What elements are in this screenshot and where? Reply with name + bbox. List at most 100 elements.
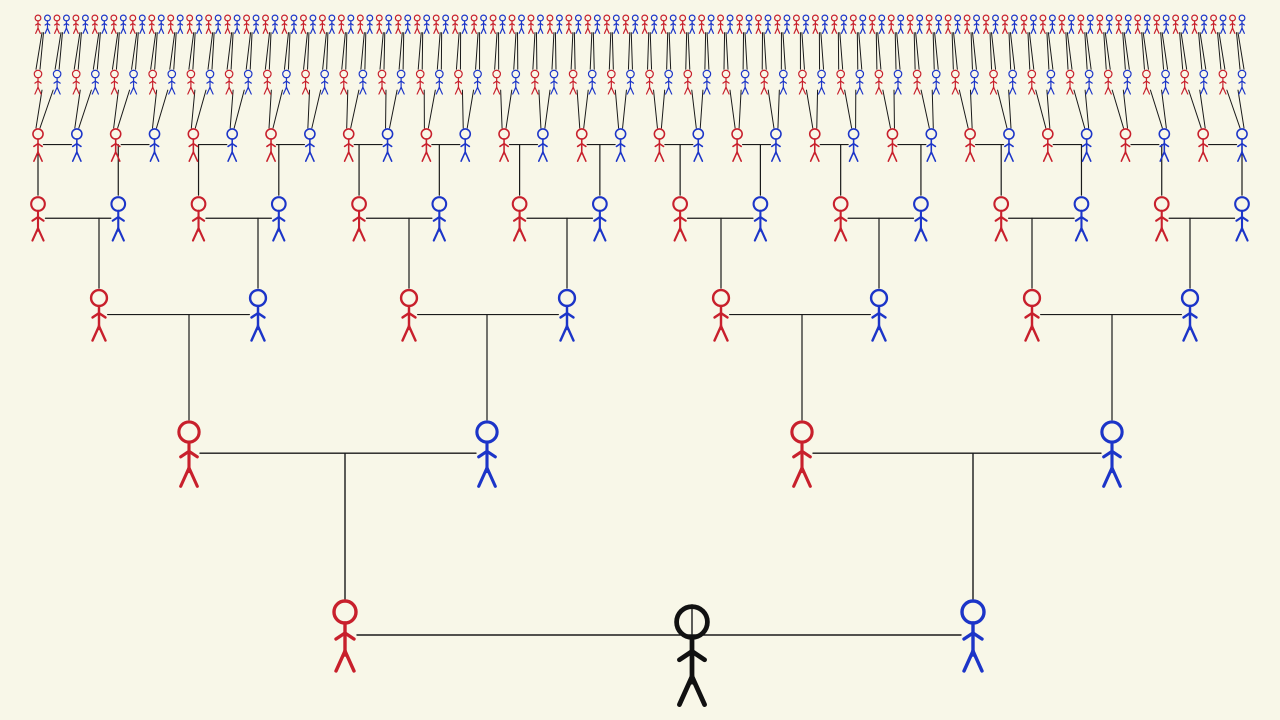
father-figure [1124,14,1132,34]
mother-figure [1153,196,1170,242]
father-figure [931,69,941,95]
father-figure [431,196,448,242]
father-figure [518,14,525,34]
father-figure [778,69,788,95]
father-figure [320,69,330,95]
father-figure [52,69,62,95]
mother-figure [72,14,80,34]
mother-figure [950,69,960,95]
father-figure [195,14,203,34]
father-figure [129,69,138,95]
mother-figure [790,420,814,488]
father-figure [70,128,83,162]
father-figure [1219,14,1227,34]
father-figure [1086,14,1094,34]
father-figure [1073,196,1090,242]
mother-figure [874,69,884,95]
father-figure [1162,14,1170,34]
father-figure [1238,14,1246,34]
mother-figure [698,14,706,34]
mother-figure [109,128,122,162]
father-figure [612,14,620,34]
mother-figure [660,14,668,34]
mother-figure [394,14,402,34]
mother-figure [1218,69,1228,95]
father-figure [475,420,499,488]
father-figure [119,14,127,34]
mother-figure [1180,69,1190,95]
father-figure [1181,14,1189,34]
father-figure [459,128,472,162]
father-figure [511,69,521,95]
mother-figure [377,69,387,95]
father-figure [960,599,986,673]
mother-figure [356,14,364,34]
mother-figure [224,69,234,95]
father-figure [1199,69,1209,95]
father-figure [461,14,469,34]
mother-figure [413,14,421,34]
father-figure [1161,69,1170,95]
mother-figure [717,14,725,34]
mother-figure [836,69,846,95]
father-figure [176,14,184,34]
mother-figure [679,14,687,34]
mother-figure [1027,69,1037,95]
mother-figure [1153,14,1161,34]
father-figure [270,196,287,242]
mother-figure [546,14,554,34]
mother-figure [30,196,46,242]
father-figure [1029,14,1037,34]
mother-figure [1210,14,1218,34]
father-figure [817,69,826,95]
mother-figure [339,69,349,95]
mother-figure [470,14,478,34]
mother-figure [299,14,307,34]
father-figure [385,14,393,34]
mother-figure [906,14,914,34]
mother-figure [1229,14,1236,34]
mother-figure [129,14,137,34]
father-figure [745,14,753,34]
mother-figure [1077,14,1085,34]
father-figure [282,69,291,95]
father-figure [557,288,577,342]
mother-figure [148,14,156,34]
father-figure [480,14,488,34]
father-figure [537,128,549,162]
father-figure [243,69,253,95]
father-figure [970,69,979,95]
father-figure [770,128,782,162]
mother-figure [337,14,345,34]
father-figure [347,14,355,34]
mother-figure [224,14,232,34]
father-figure [587,69,597,95]
father-figure [614,128,627,162]
mother-figure [925,14,933,34]
mother-figure [653,128,666,162]
mother-figure [1115,14,1123,34]
mother-figure [332,599,358,673]
mother-figure [342,128,355,162]
mother-figure [721,69,731,95]
father-figure [897,14,905,34]
father-figure [859,14,867,34]
mother-figure [830,14,838,34]
father-figure [148,128,161,162]
mother-figure [148,69,158,95]
connector-lines [35,32,1245,636]
mother-figure [774,14,781,34]
mother-figure [759,69,769,95]
mother-figure [508,14,516,34]
father-figure [650,14,658,34]
mother-figure [186,14,194,34]
mother-figure [736,14,744,34]
mother-figure [606,69,616,95]
mother-figure [420,128,433,162]
mother-figure [1197,128,1210,162]
father-figure [138,14,146,34]
father-figure [913,196,929,242]
father-figure [423,14,431,34]
father-figure [110,196,127,242]
mother-figure [454,69,463,95]
